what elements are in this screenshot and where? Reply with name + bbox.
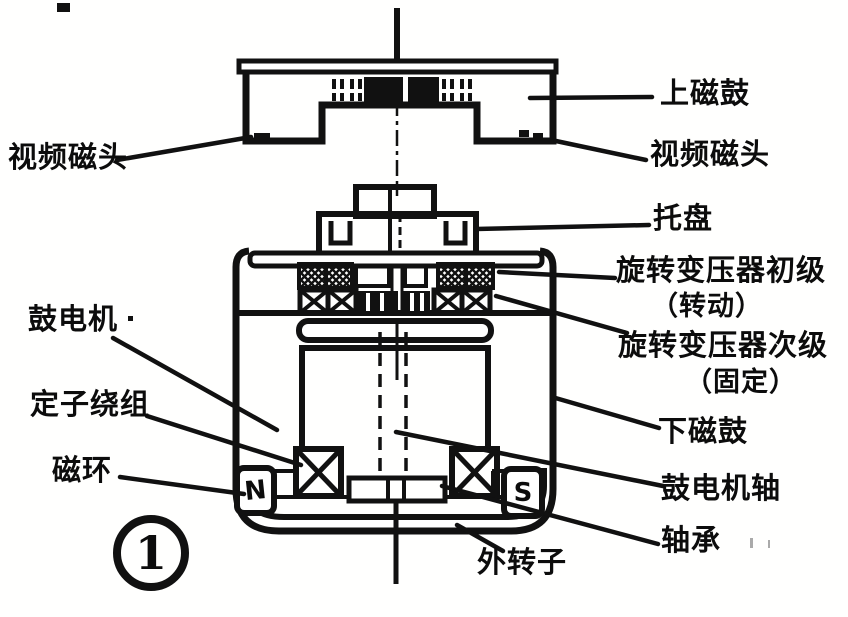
leader-upper-drum [527,94,655,101]
leader-lower-drum [549,394,662,431]
bearing-block [346,475,448,504]
label-drum-motor-shaft: 鼓电机轴 [661,471,782,505]
label-video-head-left: 视频磁头 [8,140,129,174]
label-upper-drum: 上磁鼓 [660,76,751,110]
label-rt-secondary: 旋转变压器次级 [618,328,829,362]
rotary-transformer-secondary [297,287,493,316]
leader-bearing [439,483,661,547]
magnet-pole-n: N [243,474,268,507]
figure-number: 1 [134,526,167,580]
leader-stator-winding [144,413,304,468]
leader-lines [110,94,666,554]
leader-rt-primary [496,269,618,281]
leader-drum-motor [110,335,280,433]
label-magnet-ring: 磁环 [52,453,113,487]
scan-artifacts [57,3,770,548]
drum-motor-body [296,318,494,451]
leader-magnet-ring [117,474,247,497]
label-drum-motor: 鼓电机 [28,302,119,336]
upper-drum-hub [332,77,472,102]
label-video-head-right: 视频磁头 [650,137,771,171]
video-head-chips [254,130,543,143]
leader-video-head-right [553,138,649,163]
figure-number-circle [113,515,189,591]
label-rt-primary-note: （转动） [651,291,763,322]
leader-rt-secondary [493,293,630,336]
stator-winding-coils [293,446,500,499]
label-outer-rotor: 外转子 [477,545,568,579]
leader-drum-motor-shaft [393,429,666,489]
label-rt-secondary-note: （固定） [685,367,797,398]
label-lower-drum: 下磁鼓 [658,414,749,448]
label-tray: 托盘 [653,201,714,235]
magnet-pole-s: S [513,477,533,508]
label-bearing: 轴承 [661,523,722,557]
leader-video-head-left [114,134,254,163]
leader-outer-rotor [454,522,506,554]
label-rt-primary: 旋转变压器初级 [616,253,827,287]
label-stator-winding: 定子绕组 [30,387,151,421]
leader-tray [473,222,652,232]
tray-outline [247,184,545,269]
